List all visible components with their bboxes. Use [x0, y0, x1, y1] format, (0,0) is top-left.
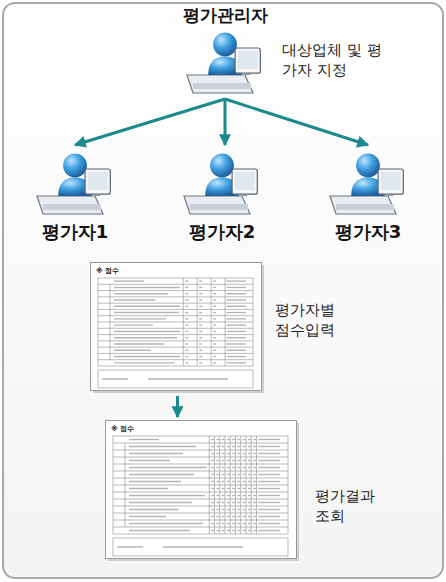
sheet-title: ※ 점수 — [111, 424, 134, 434]
flow-arrow — [176, 396, 179, 417]
evaluator-label: 평가자1 — [25, 220, 125, 244]
flow-arrow — [225, 99, 368, 145]
computer-icon — [326, 148, 410, 218]
node-heading: 평가관리자 — [170, 4, 280, 27]
computer-icon — [180, 148, 264, 218]
evaluator-label: 평가자3 — [318, 220, 418, 244]
flow-arrow — [224, 99, 227, 145]
computer-icon — [33, 148, 117, 218]
frame-border — [3, 3, 443, 578]
workstation-node: 평가자2 — [172, 148, 272, 244]
step-label: 평가자별 점수입력 — [275, 300, 347, 340]
workstation-node: 평가관리자대상업체 및 평가자 지정 — [170, 4, 280, 97]
document-node: 평가결과 조회 — [105, 420, 300, 562]
step-label: 평가결과 조회 — [315, 486, 387, 526]
score-sheet — [90, 262, 265, 394]
workstation-node: 평가자1 — [25, 148, 125, 244]
computer-icon — [183, 27, 267, 97]
sheet-title: ※ 점수 — [96, 266, 119, 276]
workstation-node: 평가자3 — [318, 148, 418, 244]
document-node: 평가자별 점수입력 — [90, 262, 265, 394]
flow-arrow — [75, 99, 225, 145]
score-sheet — [105, 420, 300, 562]
evaluator-label: 평가자2 — [172, 220, 272, 244]
role-note: 대상업체 및 평가자 지정 — [282, 40, 386, 80]
